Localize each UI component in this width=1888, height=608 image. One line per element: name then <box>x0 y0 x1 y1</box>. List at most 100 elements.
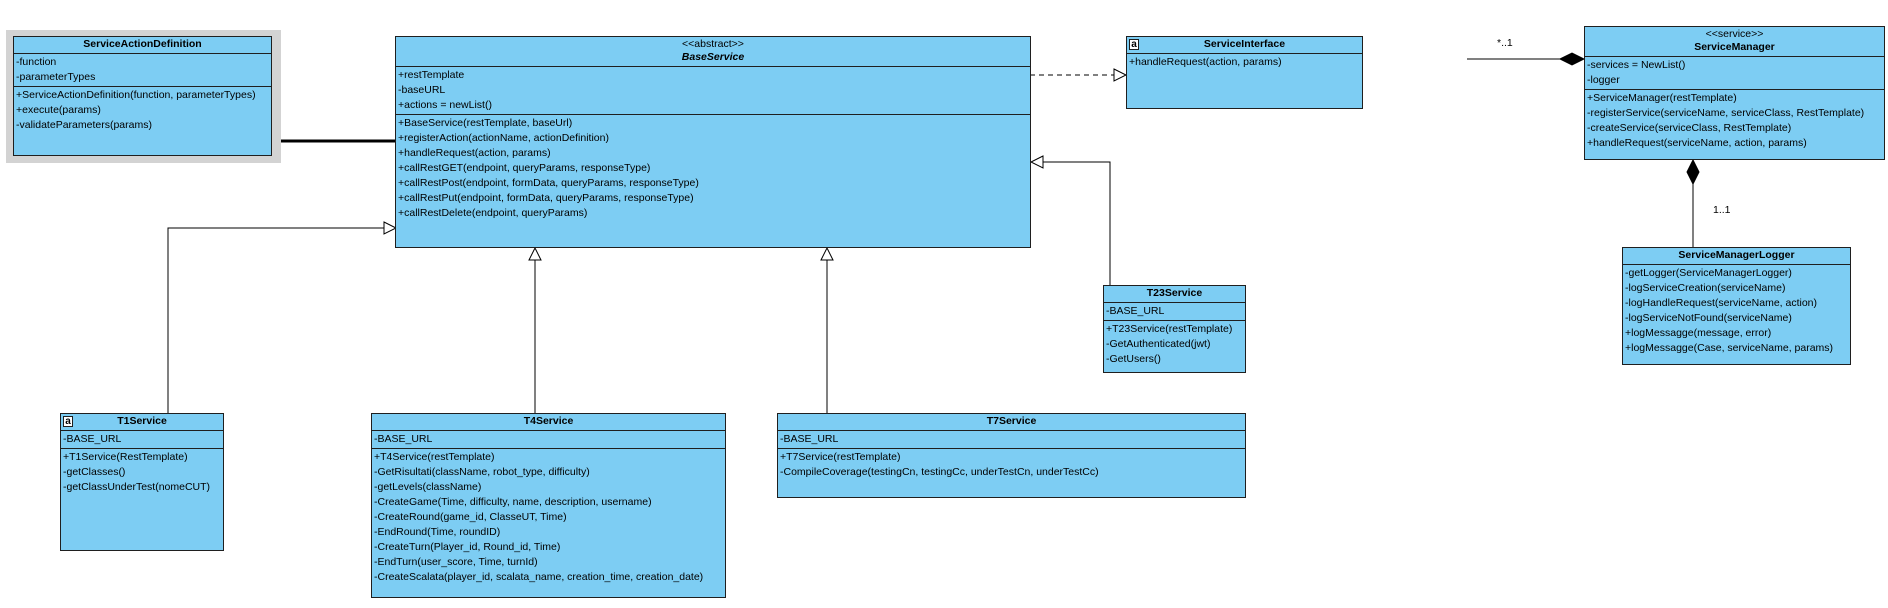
class-name: ServiceManagerLogger <box>1678 249 1795 261</box>
attribute: -BASE_URL <box>374 433 433 445</box>
multiplicity-label: 1..1 <box>1713 204 1731 216</box>
generalization-arrowhead-t23 <box>1029 155 1044 169</box>
attributes-section: -BASE_URL <box>61 431 223 449</box>
operation: +T1Service(RestTemplate) <box>63 451 188 463</box>
operation: -createService(serviceClass, RestTemplat… <box>1587 122 1792 134</box>
operation: -EndTurn(user_score, Time, turnId) <box>374 556 538 568</box>
operation: +callRestDelete(endpoint, queryParams) <box>398 207 588 219</box>
operation: +callRestPut(endpoint, formData, queryPa… <box>398 192 694 204</box>
operations-section: +handleRequest(action, params) <box>1127 54 1362 71</box>
attributes-section: +restTemplate -baseURL +actions = newLis… <box>396 67 1030 115</box>
operation: -GetRisultati(className, robot_type, dif… <box>374 466 590 478</box>
stereotype: <<abstract>> <box>682 38 744 50</box>
operations-section: +T7Service(restTemplate) -CompileCoverag… <box>778 449 1245 481</box>
attributes-section: -BASE_URL <box>372 431 725 449</box>
operation: -CreateScalata(player_id, scalata_name, … <box>374 571 704 583</box>
class-header: T4Service <box>372 414 725 431</box>
class-service-manager[interactable]: <<service>> ServiceManager -services = N… <box>1584 26 1885 160</box>
class-name: T7Service <box>986 415 1037 427</box>
operation: -CreateGame(Time, difficulty, name, desc… <box>374 496 652 508</box>
operation: +T4Service(restTemplate) <box>374 451 495 463</box>
class-name: T4Service <box>523 415 574 427</box>
stereotype: <<service>> <box>1705 28 1764 40</box>
operations-section: +T4Service(restTemplate) -GetRisultati(c… <box>372 449 725 586</box>
class-header: <<abstract>> BaseService <box>396 37 1030 67</box>
attribute: +restTemplate <box>398 69 465 81</box>
generalization-arrowhead-t7 <box>820 246 834 261</box>
class-t23-service[interactable]: T23Service -BASE_URL +T23Service(restTem… <box>1103 285 1246 373</box>
operation: -EndRound(Time, roundID) <box>374 526 501 538</box>
operation: +callRestPost(endpoint, formData, queryP… <box>398 177 699 189</box>
operation: -CompileCoverage(testingCn, testingCc, u… <box>780 466 1099 478</box>
operation: +callRestGET(endpoint, queryParams, resp… <box>398 162 651 174</box>
class-name: ServiceInterface <box>1203 38 1286 50</box>
operation: +logMessagge(message, error) <box>1625 327 1772 339</box>
attribute: -logger <box>1587 74 1620 86</box>
class-header: T23Service <box>1104 286 1245 303</box>
class-service-interface[interactable]: a ServiceInterface +handleRequest(action… <box>1126 36 1363 109</box>
operation: -registerService(serviceName, serviceCla… <box>1587 107 1865 119</box>
operation: -getClassUnderTest(nomeCUT) <box>63 481 211 493</box>
attribute: -baseURL <box>398 84 446 96</box>
operations-section: +BaseService(restTemplate, baseUrl) +reg… <box>396 115 1030 222</box>
attribute: -parameterTypes <box>16 71 96 83</box>
attribute: -BASE_URL <box>63 433 122 445</box>
class-t1-service[interactable]: a T1Service -BASE_URL +T1Service(RestTem… <box>60 413 224 551</box>
operation: +ServiceManager(restTemplate) <box>1587 92 1737 104</box>
class-base-service[interactable]: <<abstract>> BaseService +restTemplate -… <box>395 36 1031 248</box>
attribute: -BASE_URL <box>780 433 839 445</box>
class-t4-service[interactable]: T4Service -BASE_URL +T4Service(restTempl… <box>371 413 726 598</box>
operations-section: +ServiceActionDefinition(function, param… <box>14 87 271 134</box>
class-service-manager-logger[interactable]: ServiceManagerLogger -getLogger(ServiceM… <box>1622 247 1851 365</box>
operation: -GetAuthenticated(jwt) <box>1106 338 1211 350</box>
operations-section: +T23Service(restTemplate) -GetAuthentica… <box>1104 321 1245 368</box>
operation: +T7Service(restTemplate) <box>780 451 901 463</box>
class-name: T1Service <box>117 415 167 427</box>
operation: +execute(params) <box>16 104 101 116</box>
operation: +T23Service(restTemplate) <box>1106 323 1233 335</box>
attribute: +actions = newList() <box>398 99 492 111</box>
operation: -GetUsers() <box>1106 353 1161 365</box>
attribute: -services = NewList() <box>1587 59 1686 71</box>
composition-diamond-logger <box>1686 158 1700 186</box>
operations-section: -getLogger(ServiceManagerLogger) -logSer… <box>1623 265 1850 357</box>
class-header: a T1Service <box>61 414 223 431</box>
attribute: -function <box>16 56 57 68</box>
operation: -CreateTurn(Player_id, Round_id, Time) <box>374 541 561 553</box>
class-header: T7Service <box>778 414 1245 431</box>
operation: +handleRequest(serviceName, action, para… <box>1587 137 1807 149</box>
class-header: ServiceManagerLogger <box>1623 248 1850 265</box>
class-header: ServiceActionDefinition <box>14 37 271 54</box>
operation: -logServiceNotFound(serviceName) <box>1625 312 1792 324</box>
operation: +logMessagge(Case, serviceName, params) <box>1625 342 1834 354</box>
class-name: T23Service <box>1146 287 1203 299</box>
operation: -getClasses() <box>63 466 126 478</box>
operation: +ServiceActionDefinition(function, param… <box>16 89 256 101</box>
operation: +registerAction(actionName, actionDefini… <box>398 132 609 144</box>
generalization-arrowhead-t4 <box>528 246 542 261</box>
operation: +BaseService(restTemplate, baseUrl) <box>398 117 573 129</box>
class-name: BaseService <box>681 51 745 63</box>
class-header: <<service>> ServiceManager <box>1585 27 1884 57</box>
attributes-section: -function -parameterTypes <box>14 54 271 87</box>
operation: -getLogger(ServiceManagerLogger) <box>1625 267 1792 279</box>
abstract-a-icon: a <box>1129 39 1139 50</box>
class-t7-service[interactable]: T7Service -BASE_URL +T7Service(restTempl… <box>777 413 1246 498</box>
operations-section: +ServiceManager(restTemplate) -registerS… <box>1585 90 1884 152</box>
class-service-action-definition[interactable]: ServiceActionDefinition -function -param… <box>13 36 272 156</box>
class-name: ServiceActionDefinition <box>83 38 202 50</box>
operation: -CreateRound(game_id, ClasseUT, Time) <box>374 511 567 523</box>
generalization-arrowhead-t1 <box>383 221 398 235</box>
attribute: -BASE_URL <box>1106 305 1165 317</box>
operation: -logHandleRequest(serviceName, action) <box>1625 297 1818 309</box>
multiplicity-label: *..1 <box>1497 37 1513 49</box>
operation: +handleRequest(action, params) <box>1129 56 1282 68</box>
operation: +handleRequest(action, params) <box>398 147 551 159</box>
generalization-line-t23 <box>1043 161 1111 285</box>
operation: -validateParameters(params) <box>16 119 152 131</box>
attributes-section: -services = NewList() -logger <box>1585 57 1884 90</box>
attributes-section: -BASE_URL <box>778 431 1245 449</box>
generalization-line-t1 <box>167 227 384 413</box>
class-name: ServiceManager <box>1694 41 1775 53</box>
